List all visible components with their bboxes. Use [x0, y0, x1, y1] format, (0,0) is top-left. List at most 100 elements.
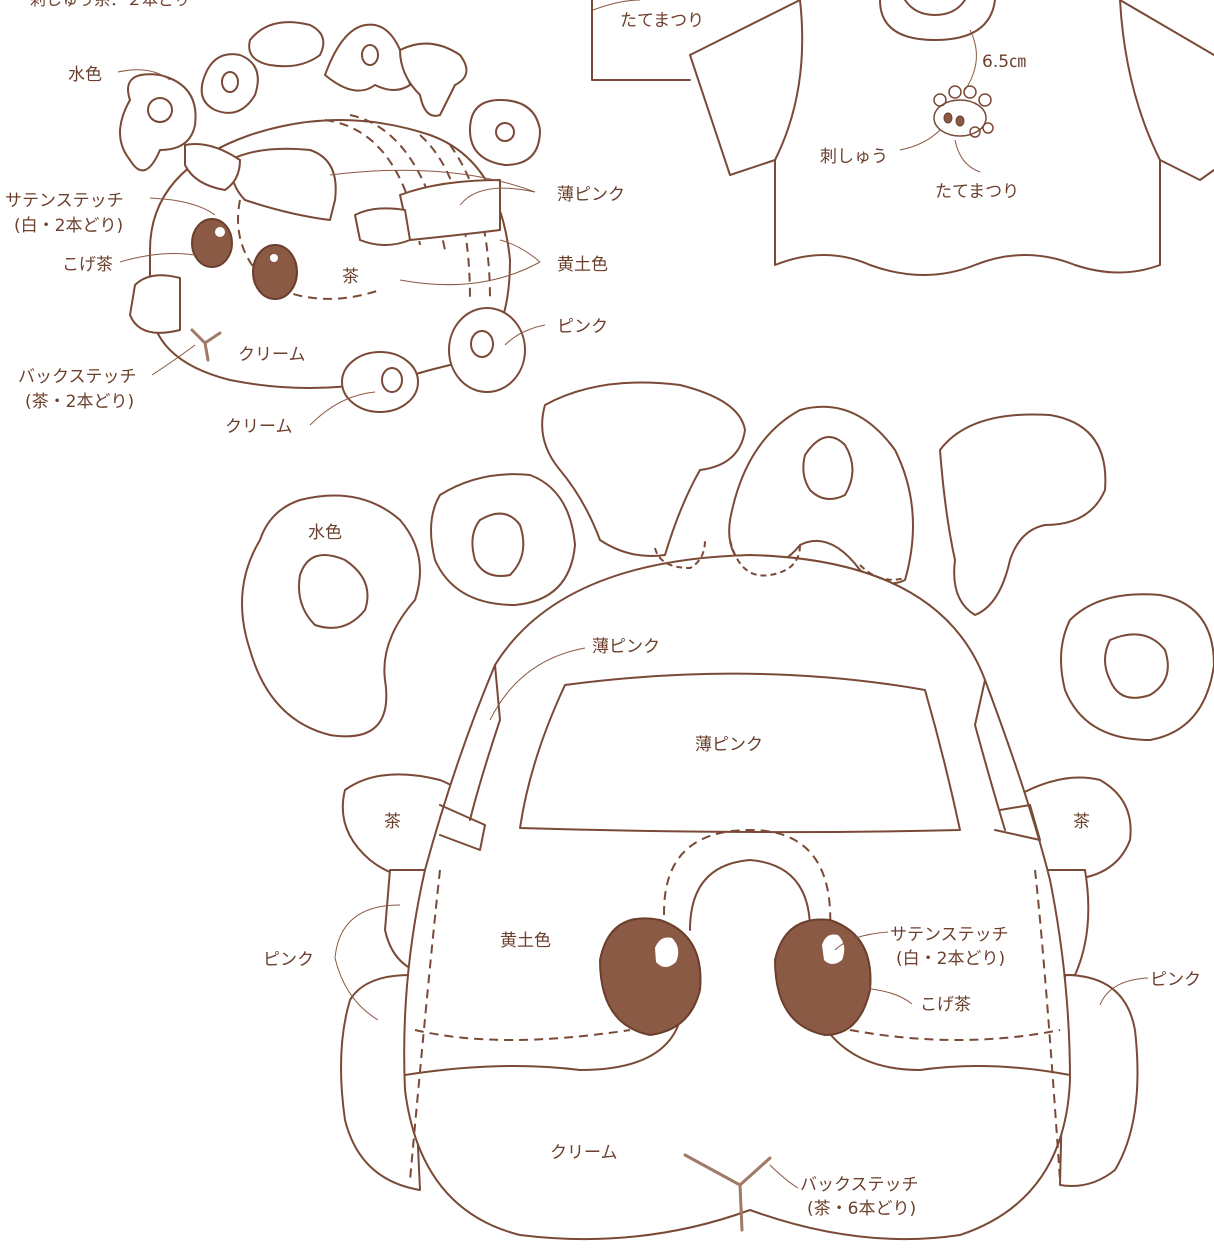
- leader-small-usupink: [329, 169, 536, 206]
- label-small-satin-1: サテンステッチ: [5, 191, 124, 211]
- large-letter-p: [241, 494, 421, 738]
- label-large-cream: クリーム: [550, 1143, 618, 1163]
- label-large-kogecha: こげ茶: [920, 995, 971, 1015]
- leader-small-pink: [504, 324, 546, 346]
- label-small-cream-wheel: クリーム: [225, 417, 293, 437]
- label-box: [591, 0, 691, 81]
- large-potato-diagram: 水色 薄ピンク 薄ピンク 茶 茶 黄土色 ピンク ピンク サテンステッチ (白・…: [241, 381, 1214, 1241]
- label-large-usupink-top: 薄ピンク: [592, 637, 660, 657]
- label-small-back-1: バックステッチ: [18, 367, 137, 387]
- label-small-cha: 茶: [342, 267, 359, 287]
- leader-large-pink-left: [334, 904, 401, 1021]
- leader-small-satin: [149, 197, 216, 216]
- large-letter-o1-hole: [471, 512, 525, 577]
- small-letter-t2: [399, 42, 468, 117]
- leader-large-back: [769, 1164, 799, 1189]
- mini-potato-embroidery: [933, 85, 994, 138]
- label-small-satin-2: (白・2本どり): [14, 216, 123, 236]
- label-tatematsuri-top: たてまつり: [620, 11, 704, 31]
- large-mid-seams: [414, 1029, 1061, 1041]
- large-letter-o2: [1060, 593, 1214, 741]
- large-letter-t1: [541, 381, 746, 557]
- label-large-pink-left: ピンク: [263, 950, 314, 970]
- leader-small-mizuiro: [117, 69, 171, 81]
- leader-small-kogecha: [119, 253, 196, 263]
- small-letter-a: [324, 23, 411, 92]
- small-eye-left: [191, 218, 233, 268]
- label-large-oudoiro: 黄土色: [500, 931, 551, 951]
- large-body: [403, 554, 1071, 1241]
- small-window: [229, 147, 337, 221]
- shirt-sleeve-seams: [774, 0, 1161, 161]
- large-mouth-stitch: [683, 1153, 772, 1232]
- small-eye-right-highlight: [270, 254, 278, 262]
- label-large-back-2: (茶・6本どり): [807, 1199, 916, 1219]
- large-side-seams: [409, 869, 1061, 1181]
- large-top-seam-1: [654, 539, 706, 570]
- label-small-cream-body: クリーム: [238, 345, 306, 365]
- embroidery-leader: [899, 129, 941, 151]
- large-top-seam-3: [859, 564, 906, 581]
- large-letters: [241, 381, 1214, 741]
- leader-large-kogecha: [859, 987, 913, 1005]
- large-letter-o2-hole: [1104, 633, 1169, 699]
- small-letter-t1: [248, 21, 325, 68]
- large-letter-p-hole: [298, 554, 369, 629]
- leader-small-back: [151, 344, 196, 376]
- leader-large-pink-right: [1099, 977, 1149, 1006]
- large-eye-left-highlight: [655, 937, 679, 967]
- large-eye-right-highlight: [822, 934, 845, 964]
- label-small-pink: ピンク: [557, 317, 608, 337]
- small-eye-right: [252, 244, 298, 300]
- small-cheek-left: [129, 274, 181, 334]
- large-letter-t2: [939, 413, 1107, 616]
- shirt-shoulders: [689, 0, 1214, 56]
- leader-small-cream-wheel: [309, 391, 376, 426]
- large-ear-tabs: [439, 804, 1041, 851]
- small-letter-o1: [200, 53, 259, 114]
- tatematsuri-bottom-leader: [954, 139, 981, 173]
- corner-note: 刺しゅう糸：２本どり: [30, 0, 190, 9]
- large-eye-right: [773, 918, 872, 1037]
- label-large-usupink-window: 薄ピンク: [695, 735, 763, 755]
- leader-large-satin: [834, 931, 889, 951]
- small-letter-o1-hole: [221, 71, 239, 93]
- label-small-mizuiro: 水色: [68, 65, 102, 85]
- large-bridge-seam: [663, 828, 832, 931]
- small-eye-left-highlight: [215, 227, 225, 237]
- leader-large-usupink: [489, 647, 586, 721]
- large-wheel-right: [1059, 974, 1139, 1187]
- small-letters: [119, 21, 541, 172]
- small-wheel-right: [448, 307, 526, 393]
- shirt-neck-inner: [904, 0, 966, 16]
- small-wheel-right-hub: [470, 330, 494, 358]
- small-wheel-front: [341, 351, 419, 413]
- tshirt-diagram: たてまつり 6.5㎝ 刺しゅう たてまつり: [591, 0, 1214, 276]
- label-large-back-1: バックステッチ: [800, 1175, 919, 1195]
- large-cream-boundary: [404, 1019, 1071, 1076]
- shirt-neck: [879, 0, 996, 41]
- large-side-panels: [469, 664, 1006, 831]
- small-letter-o2-hole: [495, 122, 515, 142]
- label-large-cha-left: 茶: [384, 812, 401, 832]
- large-top-seam-2: [729, 539, 801, 577]
- size-leader: [964, 29, 977, 91]
- small-letter-o2: [469, 99, 541, 166]
- small-wheel-front-hub: [381, 367, 403, 393]
- label-small-back-2: (茶・2本どり): [25, 392, 134, 412]
- label-small-oudoiro: 黄土色: [557, 255, 608, 275]
- small-window-right: [399, 179, 501, 241]
- large-letter-a-hole: [802, 436, 854, 500]
- size-label: 6.5㎝: [982, 52, 1026, 72]
- large-bridge: [689, 859, 811, 931]
- label-small-usupink: 薄ピンク: [557, 185, 625, 205]
- label-large-pink-right: ピンク: [1150, 970, 1201, 990]
- shirt-body: [689, 54, 1214, 276]
- label-large-satin-2: (白・2本どり): [896, 949, 1005, 969]
- small-ear-left: [184, 143, 241, 191]
- large-wheel-left: [340, 974, 421, 1191]
- small-letter-a-hole: [361, 44, 379, 66]
- large-window: [519, 672, 961, 834]
- small-potato-diagram: 刺しゅう糸：２本どり: [5, 0, 625, 437]
